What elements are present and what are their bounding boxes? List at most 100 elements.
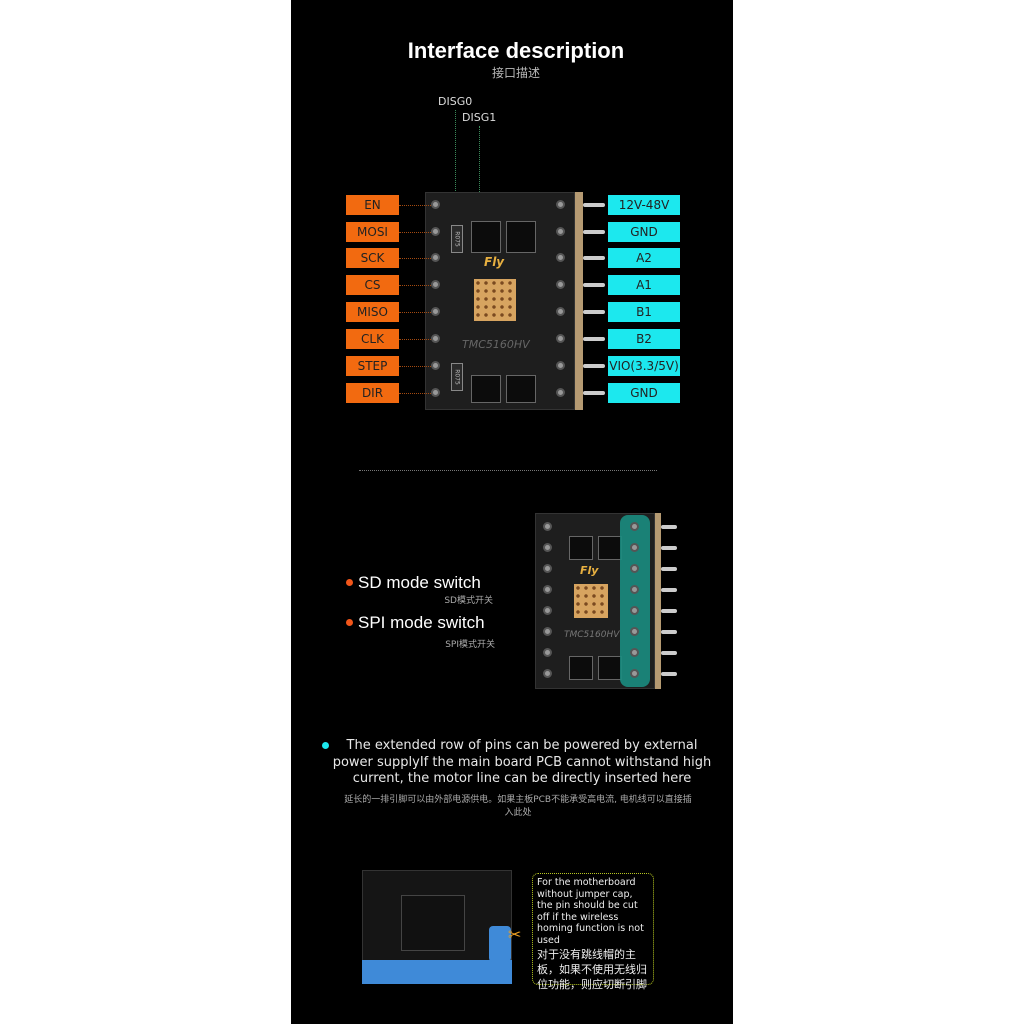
pin-label-disg0: DISG0 — [438, 95, 473, 108]
pin-hole — [630, 669, 639, 678]
pin-label-disg1: DISG1 — [462, 111, 497, 124]
model-marking: TMC5160HV — [462, 338, 530, 351]
pin-header — [655, 513, 661, 689]
pin-hole — [431, 253, 440, 262]
model-marking: TMC5160HV — [564, 630, 620, 640]
pin-hole — [543, 543, 552, 552]
blue-pin-row — [362, 960, 512, 984]
leader-line — [399, 312, 439, 313]
header-pin — [661, 567, 677, 571]
header-pin — [583, 230, 605, 234]
page-title: Interface description — [407, 38, 625, 63]
extended-pin-row — [620, 515, 650, 687]
leader-line-disg0 — [455, 110, 456, 205]
spi-mode-sublabel: SPI模式开关 — [445, 640, 495, 650]
right-pin-label: GND — [608, 383, 680, 403]
sd-mode-label: SD mode switch — [358, 573, 481, 592]
resistor-marking: R075 — [453, 231, 461, 247]
leader-line-disg1 — [479, 126, 480, 206]
pin-hole — [630, 564, 639, 573]
pin-hole — [630, 627, 639, 636]
header-pin — [661, 651, 677, 655]
pin-hole — [543, 564, 552, 573]
homing-pin — [489, 926, 511, 962]
pin-header — [575, 192, 583, 410]
pin-hole — [630, 522, 639, 531]
pin-hole — [630, 543, 639, 552]
leader-line — [399, 393, 439, 394]
header-pin — [583, 283, 605, 287]
pin-hole — [431, 361, 440, 370]
extended-pins-note-cn: 延长的一排引脚可以由外部电源供电。如果主板PCB不能承受高电流, 电机线可以直接… — [344, 795, 692, 818]
pin-hole — [556, 334, 565, 343]
pin-hole — [543, 627, 552, 636]
right-pin-label: B2 — [608, 329, 680, 349]
extended-pins-note: The extended row of pins can be powered … — [332, 738, 712, 786]
header-pin — [583, 391, 605, 395]
left-pin-label: EN — [346, 195, 399, 215]
spi-mode-label: SPI mode switch — [358, 613, 485, 632]
right-pin-label: A2 — [608, 248, 680, 268]
right-pin-label: B1 — [608, 302, 680, 322]
pin-hole — [556, 361, 565, 370]
header-pin — [661, 630, 677, 634]
sense-resistor: R075 — [451, 225, 463, 253]
bullet-dot — [346, 579, 353, 586]
pin-hole — [556, 280, 565, 289]
header-pin — [583, 364, 605, 368]
header-pin — [661, 525, 677, 529]
pin-hole — [543, 522, 552, 531]
bullet-dot — [346, 619, 353, 626]
driver-ic — [401, 895, 465, 951]
pin-hole — [543, 585, 552, 594]
callout-text-en: For the motherboard without jumper cap, … — [537, 877, 644, 946]
left-pin-label: MOSI — [346, 222, 399, 242]
brand-logo: Fly — [484, 255, 505, 269]
driver-board-top-view: R075 R075 Fly TMC5160HV — [425, 192, 575, 410]
pin-hole — [431, 227, 440, 236]
header-pin — [583, 310, 605, 314]
pin-hole — [630, 585, 639, 594]
pin-hole — [431, 388, 440, 397]
pin-hole — [630, 606, 639, 615]
pin-hole — [543, 648, 552, 657]
right-pin-label: 12V-48V — [608, 195, 680, 215]
leader-line — [399, 205, 439, 206]
leader-line — [399, 285, 439, 286]
product-panel — [291, 0, 733, 1024]
sense-resistor: R075 — [451, 363, 463, 391]
pin-hole — [630, 648, 639, 657]
callout-text-cn: 对于没有跳线帽的主板，如果不使用无线归位功能，则应切断引脚 — [537, 948, 647, 991]
header-pin — [661, 546, 677, 550]
sd-mode-sublabel: SD模式开关 — [444, 596, 493, 606]
right-pin-label: VIO(3.3/5V) — [608, 356, 680, 376]
left-pin-label: MISO — [346, 302, 399, 322]
scissors-icon: ✂ — [508, 925, 522, 944]
leader-line — [399, 258, 439, 259]
pin-hole — [431, 307, 440, 316]
cut-pin-callout: For the motherboard without jumper cap, … — [532, 873, 654, 991]
pin-hole — [543, 669, 552, 678]
pin-hole — [556, 307, 565, 316]
left-pin-label: CLK — [346, 329, 399, 349]
header-pin — [661, 588, 677, 592]
header-pin — [583, 203, 605, 207]
leader-line — [399, 232, 439, 233]
resistor-marking: R075 — [453, 369, 461, 385]
left-pin-label: STEP — [346, 356, 399, 376]
header-pin — [661, 672, 677, 676]
header-pin — [661, 609, 677, 613]
page-subtitle: 接口描述 — [491, 66, 540, 80]
header-pin — [583, 337, 605, 341]
pin-hole — [543, 606, 552, 615]
pin-hole — [556, 388, 565, 397]
leader-line — [399, 339, 439, 340]
right-pin-label: A1 — [608, 275, 680, 295]
pin-hole — [556, 200, 565, 209]
pin-hole — [556, 253, 565, 262]
pin-hole — [431, 200, 440, 209]
brand-logo: Fly — [580, 564, 599, 577]
pin-hole — [556, 227, 565, 236]
left-pin-label: CS — [346, 275, 399, 295]
right-pin-label: GND — [608, 222, 680, 242]
